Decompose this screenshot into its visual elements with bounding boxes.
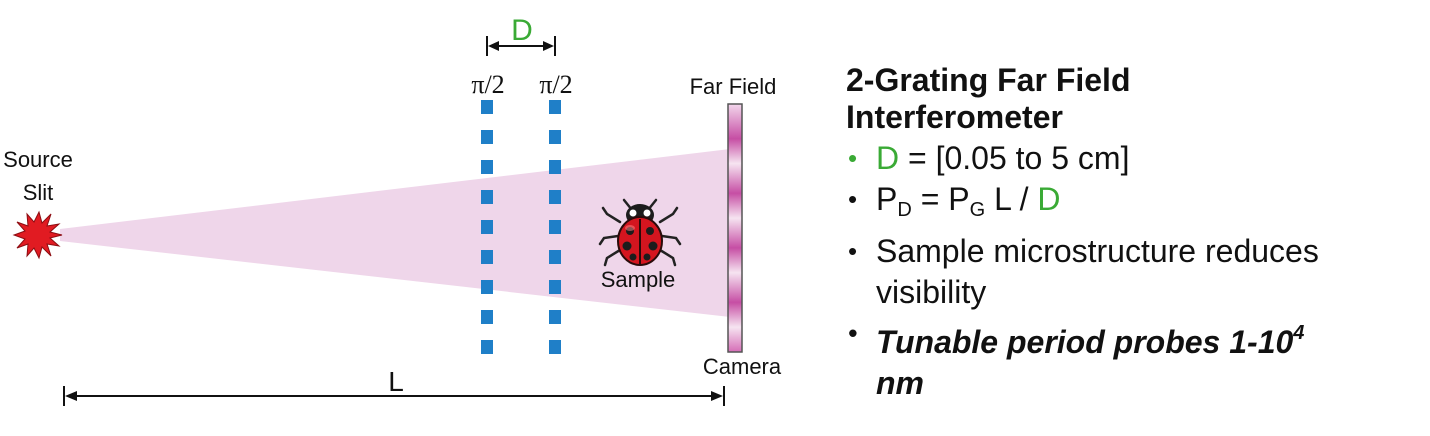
heading-line-2: Interferometer xyxy=(846,99,1063,135)
bullet-dot: • xyxy=(848,184,858,214)
formula-sub-d: D xyxy=(897,199,912,221)
heading-line-1: 2-Grating Far Field xyxy=(846,62,1131,98)
bullet-spacing-range: • D = [0.05 to 5 cm] xyxy=(846,138,1406,179)
tunable-unit: nm xyxy=(876,365,924,401)
formula-var-d: D xyxy=(1037,181,1061,217)
bullet-dot: • xyxy=(848,236,858,266)
grating-right xyxy=(549,100,561,354)
tunable-text: Tunable period probes 1-10 xyxy=(876,324,1294,360)
formula-mid: L / xyxy=(985,181,1038,217)
far-field-detector xyxy=(727,103,743,353)
bullet-tunable-period: • Tunable period probes 1-104 nm xyxy=(846,313,1406,404)
grating-left xyxy=(481,100,493,354)
bullet-dot: • xyxy=(848,318,858,348)
description-panel: 2-Grating Far Field Interferometer • D = … xyxy=(846,62,1406,404)
bullet-dot: • xyxy=(848,143,858,173)
panel-heading: 2-Grating Far Field Interferometer xyxy=(846,62,1406,136)
grating-right-label: π/2 xyxy=(539,70,572,99)
sample-label: Sample xyxy=(601,267,676,292)
spacing-label: D xyxy=(511,14,533,47)
camera-label: Camera xyxy=(703,354,782,379)
spacing-range-text: = [0.05 to 5 cm] xyxy=(899,140,1130,176)
bullet-list: •D = [0.05 to 5 cm] •PD = PG L / D •Samp… xyxy=(846,138,1406,404)
ladybug-icon xyxy=(598,198,682,267)
length-arrow xyxy=(63,386,725,406)
source-label: Source xyxy=(3,147,73,172)
far-field-label: Far Field xyxy=(690,74,777,99)
tunable-exponent: 4 xyxy=(1293,322,1305,344)
spacing-arrow xyxy=(486,36,556,56)
bullet-period-formula: •PD = PG L / D xyxy=(846,179,1406,231)
microstructure-text: Sample microstructure reduces visibility xyxy=(876,233,1319,310)
formula-eq: = P xyxy=(911,181,970,217)
length-label: L xyxy=(388,366,404,397)
starburst-icon xyxy=(12,210,63,260)
formula-sub-g: G xyxy=(969,199,986,221)
grating-left-label: π/2 xyxy=(471,70,504,99)
formula-p: P xyxy=(876,181,898,217)
beam xyxy=(60,149,730,317)
bullet-microstructure: • Sample microstructure reduces visibilit… xyxy=(846,231,1406,313)
spacing-var: D xyxy=(876,140,900,176)
slit-label: Slit xyxy=(23,180,54,205)
